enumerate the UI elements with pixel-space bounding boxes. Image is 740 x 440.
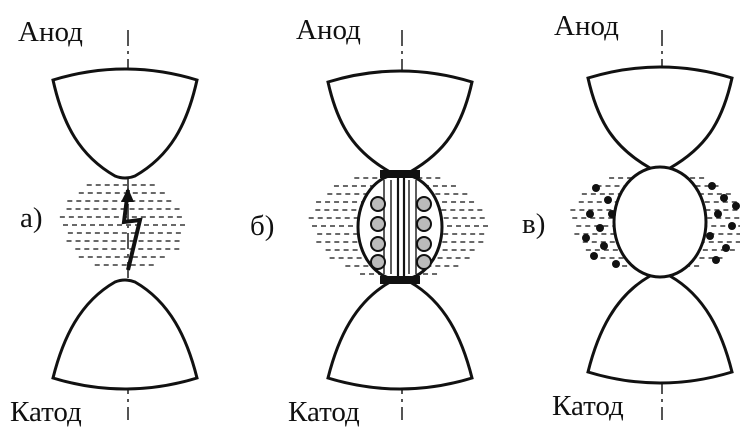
cathode-spot-b (380, 276, 420, 284)
anode-electrode-b (326, 69, 474, 176)
cathode-label-b: Катод (288, 396, 360, 428)
panel-tag-c: в) (522, 208, 546, 240)
spark-bolt (121, 189, 143, 271)
particles-b (370, 196, 432, 270)
scattered-droplets-c (582, 182, 740, 268)
cathode-label-c: Катод (552, 390, 624, 422)
panel-tag-a: а) (20, 202, 43, 234)
anode-electrode-c (586, 65, 734, 172)
cathode-label-a: Катод (10, 396, 82, 428)
anode-label-a: Анод (18, 16, 83, 48)
panel-tag-b: б) (250, 210, 275, 242)
anode-label-b: Анод (296, 14, 361, 46)
anode-electrode-a (51, 67, 199, 180)
cathode-electrode-a (51, 278, 199, 391)
anode-label-c: Анод (554, 10, 619, 42)
anode-spot-b (380, 170, 420, 178)
cathode-electrode-b (326, 278, 474, 391)
plasma-hatch-a (59, 184, 185, 266)
arc-channel-c (612, 165, 708, 279)
cathode-electrode-c (586, 272, 734, 385)
spark-arrowhead (121, 188, 134, 202)
